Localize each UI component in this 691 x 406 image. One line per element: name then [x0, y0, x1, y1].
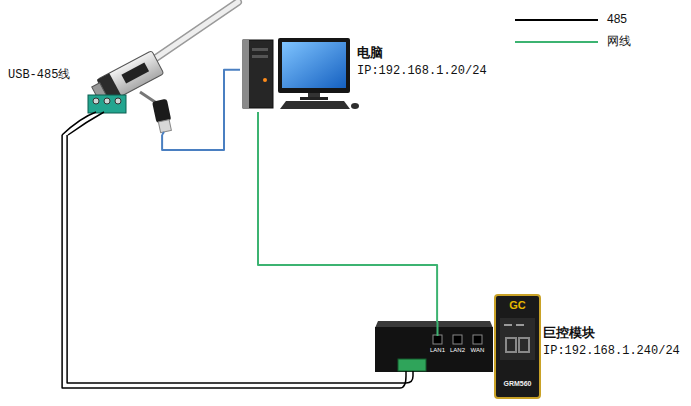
adapter-cable	[150, 2, 238, 62]
wan-port	[473, 335, 482, 344]
display-segment	[516, 324, 524, 326]
module-panel	[495, 295, 540, 398]
legend-item	[515, 42, 598, 43]
legend-line	[515, 41, 598, 43]
connector	[62, 135, 372, 388]
adapter-node: USB-485线	[5, 28, 215, 135]
legend-line	[515, 19, 598, 21]
drive-bay	[252, 55, 268, 58]
wire-485	[372, 371, 406, 388]
cable-line	[67, 135, 372, 383]
cable-line	[162, 70, 240, 150]
node-title: USB-485线	[8, 68, 70, 82]
adapter-cable	[150, 2, 238, 62]
terminal-screw	[115, 98, 121, 104]
lan-port	[433, 335, 442, 344]
monitor-screen	[282, 42, 346, 88]
module-body	[375, 327, 493, 372]
network-cable	[437, 322, 439, 336]
drive-bay	[252, 48, 268, 51]
usb-plug-metal	[158, 120, 171, 133]
legend-text: 网线	[607, 34, 631, 48]
monitor-base	[300, 97, 328, 100]
terminal-screw	[104, 98, 110, 104]
terminal-screw	[93, 98, 99, 104]
connector	[258, 112, 437, 322]
legend-text: 485	[607, 12, 627, 26]
pc-tower	[243, 40, 273, 108]
mouse	[351, 103, 359, 109]
wire-485	[372, 371, 413, 383]
computer	[243, 38, 359, 109]
panel-display	[500, 318, 535, 360]
usb-485-adapter	[62, 2, 238, 135]
terminal-block	[398, 359, 426, 371]
terminal-block	[88, 95, 126, 113]
legend-item	[515, 20, 598, 21]
lan-port	[453, 335, 462, 344]
device-label: GRM560	[503, 380, 531, 387]
usb-cable	[162, 132, 164, 135]
device-label: GC	[509, 300, 526, 311]
wire-485	[68, 112, 104, 135]
ip-address: IP:192.168.1.20/24	[357, 64, 487, 78]
module	[372, 295, 540, 398]
cable-line	[258, 112, 437, 322]
display-segment	[504, 324, 512, 326]
monitor	[278, 38, 350, 93]
adapter-logo	[121, 62, 149, 83]
wire-485	[62, 112, 96, 135]
connector	[162, 70, 240, 150]
device-label: LAN1	[430, 347, 445, 353]
computer-node: 电脑 IP:192.168.1.20/24	[240, 35, 490, 112]
power-light	[263, 78, 267, 82]
display-digit	[506, 338, 516, 352]
cable-line	[62, 135, 372, 388]
device-label: LAN2	[450, 347, 465, 353]
node-title: 电脑	[357, 45, 383, 61]
device-label: WAN	[471, 347, 485, 353]
pc-tower-side	[243, 40, 249, 108]
node-title: 巨控模块	[543, 325, 595, 341]
display-digit	[519, 338, 529, 352]
keyboard	[280, 101, 350, 109]
ip-address: IP:192.168.1.240/24	[543, 344, 680, 358]
module-top	[375, 321, 493, 328]
